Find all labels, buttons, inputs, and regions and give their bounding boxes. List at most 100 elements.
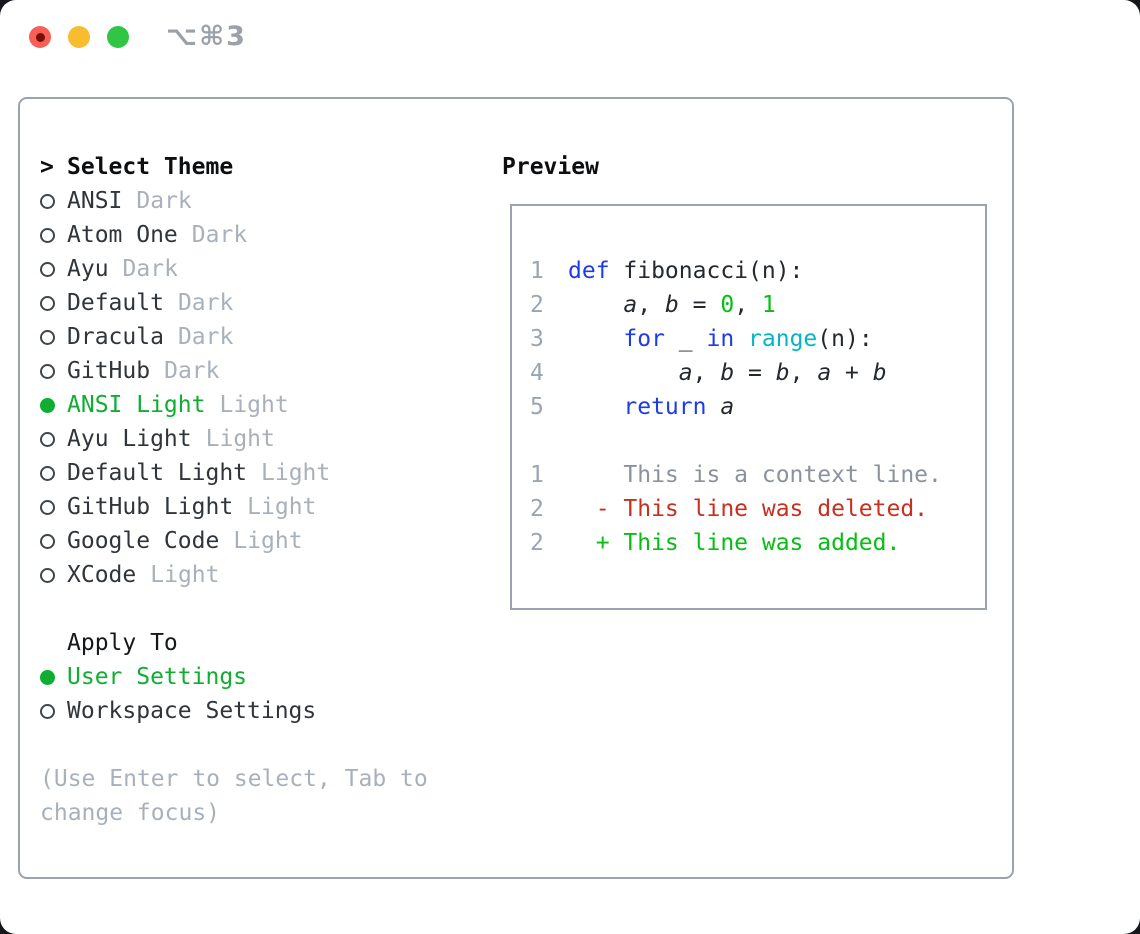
- code-segment: def: [568, 258, 624, 284]
- variant-badge: Light: [150, 562, 220, 588]
- radio-selected-icon: [40, 669, 67, 685]
- radio-icon: [40, 261, 67, 277]
- code-segment: 1: [761, 292, 776, 318]
- theme-option[interactable]: Ayu Dark: [40, 252, 460, 286]
- close-dot-icon: [35, 32, 45, 42]
- variant-badge: Dark: [136, 188, 192, 214]
- variant-badge: Dark: [122, 256, 178, 282]
- window-title: ⌥⌘3: [166, 21, 247, 52]
- code-segment: (n):: [817, 326, 873, 352]
- code-segment: ,: [637, 292, 665, 318]
- option-label: Google Code: [67, 528, 220, 554]
- option-label: GitHub: [67, 358, 151, 384]
- code-line: 3 for _ in range(n):: [530, 322, 985, 356]
- option-label: ANSI Light: [67, 392, 206, 418]
- code-segment: + This line was added.: [568, 530, 901, 556]
- variant-badge: Light: [205, 426, 275, 452]
- titlebar: [29, 26, 129, 48]
- theme-option[interactable]: Google Code Light: [40, 524, 460, 558]
- radio-icon: [40, 193, 67, 209]
- theme-option[interactable]: GitHub Light Light: [40, 490, 460, 524]
- code-line: [530, 424, 985, 458]
- code-segment: b: [664, 292, 679, 318]
- option-label: Default: [67, 290, 164, 316]
- focus-prompt-icon: >: [40, 154, 54, 180]
- radio-icon: [40, 431, 67, 447]
- radio-icon: [40, 533, 67, 549]
- code-segment: in: [706, 326, 735, 352]
- minimize-button[interactable]: [68, 26, 90, 48]
- code-line: 4 a, b = b, a + b: [530, 356, 985, 390]
- radio-icon: [40, 499, 67, 515]
- radio-icon: [40, 465, 67, 481]
- radio-icon: [40, 329, 67, 345]
- help-text: (Use Enter to select, Tab to change focu…: [40, 766, 428, 826]
- preview-title: Preview: [502, 154, 599, 180]
- code-segment: [568, 326, 623, 352]
- code-segment: b: [720, 360, 735, 386]
- code-segment: b: [775, 360, 790, 386]
- code-segment: a: [817, 360, 832, 386]
- radio-icon: [40, 227, 67, 243]
- option-label: XCode: [67, 562, 137, 588]
- code-line: 1 This is a context line.: [530, 458, 985, 492]
- preview-pane: 1 def fibonacci(n): 2 a, b = 0, 1 3 for _ i…: [510, 204, 987, 610]
- code-segment: for: [623, 326, 665, 352]
- line-number: 2: [530, 292, 544, 318]
- apply-to-header: Apply To: [40, 626, 460, 660]
- code-line: 2 - This line was deleted.: [530, 492, 985, 526]
- code-segment: _: [664, 326, 707, 352]
- zoom-button[interactable]: [107, 26, 129, 48]
- code-segment: a: [678, 360, 693, 386]
- code-segment: a: [623, 292, 638, 318]
- variant-badge: Dark: [164, 358, 220, 384]
- line-number: 4: [530, 360, 544, 386]
- variant-badge: Light: [233, 528, 303, 554]
- theme-option[interactable]: Ayu Light Light: [40, 422, 460, 456]
- line-number: 2: [530, 530, 544, 556]
- option-label: Atom One: [67, 222, 178, 248]
- code-segment: [568, 394, 623, 420]
- radio-icon: [40, 295, 67, 311]
- option-label: GitHub Light: [67, 494, 234, 520]
- code-segment: [568, 360, 679, 386]
- option-label: Ayu Light: [67, 426, 192, 452]
- apply-to-title: Apply To: [67, 630, 178, 656]
- code-segment: a: [720, 394, 735, 420]
- option-label: Ayu: [67, 256, 109, 282]
- code-segment: =: [678, 292, 721, 318]
- variant-badge: Light: [247, 494, 317, 520]
- code-line: 2 + This line was added.: [530, 526, 985, 560]
- code-segment: return: [623, 394, 707, 420]
- code-segment: fibonacci(n):: [623, 258, 804, 284]
- line-number: 1: [530, 258, 544, 284]
- line-number: 1: [530, 462, 544, 488]
- variant-badge: Light: [261, 460, 331, 486]
- theme-option[interactable]: GitHub Dark: [40, 354, 460, 388]
- select-theme-header: > Select Theme: [40, 150, 460, 184]
- apply-to-option[interactable]: Workspace Settings: [40, 694, 460, 728]
- theme-option[interactable]: XCode Light: [40, 558, 460, 592]
- line-number: 2: [530, 496, 544, 522]
- code-segment: 0: [720, 292, 735, 318]
- code-segment: ,: [734, 292, 762, 318]
- code-line: 5 return a: [530, 390, 985, 424]
- code-segment: =: [734, 360, 776, 386]
- apply-to-option[interactable]: User Settings: [40, 660, 460, 694]
- code-segment: [568, 292, 623, 318]
- code-segment: range: [748, 326, 818, 352]
- close-button[interactable]: [29, 26, 51, 48]
- code-segment: ,: [789, 360, 818, 386]
- variant-badge: Dark: [177, 324, 234, 350]
